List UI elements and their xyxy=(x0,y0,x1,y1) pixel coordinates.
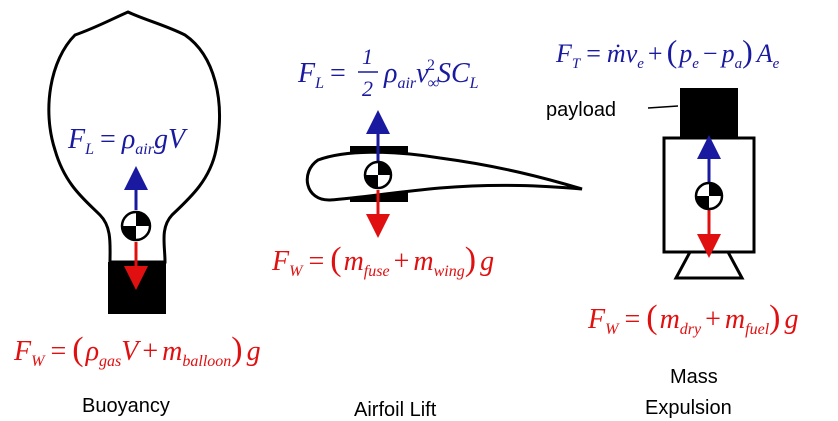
airfoil-weight-equation: FW=(mfuse+mwing)g xyxy=(271,241,494,280)
buoyancy-center-of-mass-icon xyxy=(120,210,152,242)
buoyancy-lift-equation: FL=ρairgV xyxy=(67,124,188,158)
rocket-payload xyxy=(680,88,738,138)
rocket-caption-line2: Expulsion xyxy=(645,397,732,419)
svg-text:FL=: FL= xyxy=(297,58,346,92)
rocket-panel: FT=ṁve+(pe−pa)Ae payload FW=(mdry+mfuel)… xyxy=(546,33,798,419)
buoyancy-caption: Buoyancy xyxy=(82,395,170,417)
airfoil-lift-equation: FL= 1 2 ρairv∞2SCL xyxy=(297,44,479,101)
svg-text:1: 1 xyxy=(362,44,373,69)
svg-text:2: 2 xyxy=(362,76,373,101)
payload-label: payload xyxy=(546,99,616,121)
airfoil-center-of-mass-icon xyxy=(363,160,393,190)
rocket-thrust-equation: FT=ṁve+(pe−pa)Ae xyxy=(555,33,780,72)
buoyancy-panel: FL=ρairgV FW=(ρgasV+mballoon)g Buoyancy xyxy=(13,10,261,417)
rocket-center-of-mass-icon xyxy=(694,181,724,211)
airfoil-outline xyxy=(305,150,583,202)
airfoil-caption: Airfoil Lift xyxy=(354,399,437,421)
svg-text:ρairv∞2SCL: ρairv∞2SCL xyxy=(383,57,479,92)
payload-leader-line xyxy=(647,105,679,109)
buoyancy-weight-equation: FW=(ρgasV+mballoon)g xyxy=(13,331,261,370)
airfoil-panel: FL= 1 2 ρairv∞2SCL FW=(mfuse+mwing)g Air… xyxy=(271,44,583,421)
rocket-weight-equation: FW=(mdry+mfuel)g xyxy=(587,299,798,338)
rocket-caption-line1: Mass xyxy=(670,366,718,388)
rocket-nozzle xyxy=(673,250,745,280)
